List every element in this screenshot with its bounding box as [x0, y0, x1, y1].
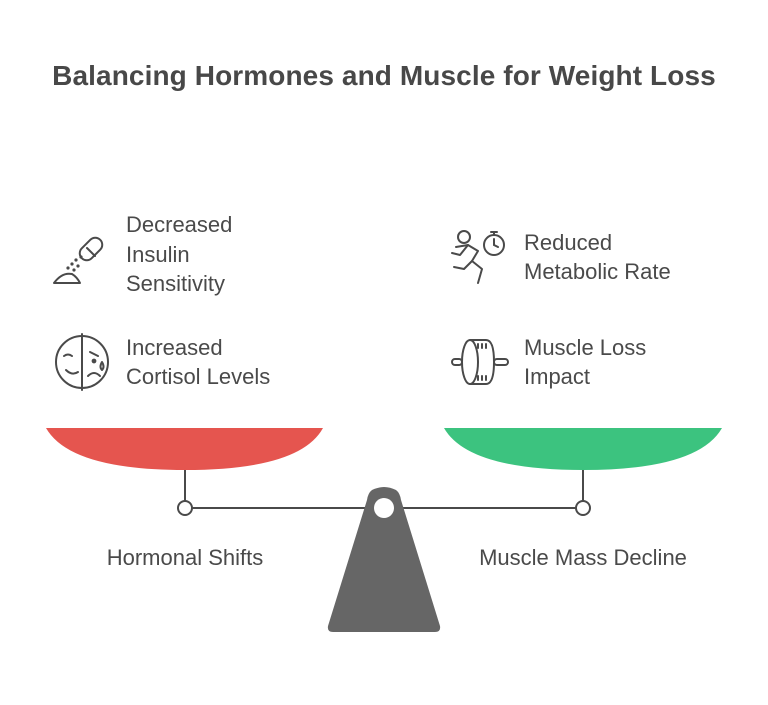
left-item-insulin-label: Decreased Insulin Sensitivity: [126, 212, 233, 296]
stressed-face-icon: [55, 333, 109, 391]
left-item-insulin: Decreased Insulin Sensitivity: [50, 210, 232, 299]
diagram-title: Balancing Hormones and Muscle for Weight…: [52, 60, 716, 91]
right-caption: Muscle Mass Decline: [479, 545, 687, 570]
right-item-metabolic: Reduced Metabolic Rate: [448, 225, 671, 289]
left-item-cortisol: Increased Cortisol Levels: [50, 330, 270, 394]
right-pan: [444, 428, 722, 470]
left-pan: [46, 428, 323, 470]
fulcrum: [327, 487, 441, 632]
right-item-muscle: Muscle Loss Impact: [448, 330, 646, 394]
right-item-muscle-label: Muscle Loss Impact: [524, 334, 647, 390]
fulcrum-pin: [374, 498, 394, 518]
running-stopwatch-icon: [451, 230, 505, 284]
left-pivot: [177, 500, 193, 516]
right-item-metabolic-label: Reduced Metabolic Rate: [524, 229, 671, 285]
left-caption: Hormonal Shifts: [106, 545, 264, 570]
muscle-roller-icon: [451, 339, 509, 385]
right-pivot: [575, 500, 591, 516]
left-item-cortisol-label: Increased Cortisol Levels: [126, 334, 271, 390]
insulin-injector-icon: [53, 237, 104, 285]
